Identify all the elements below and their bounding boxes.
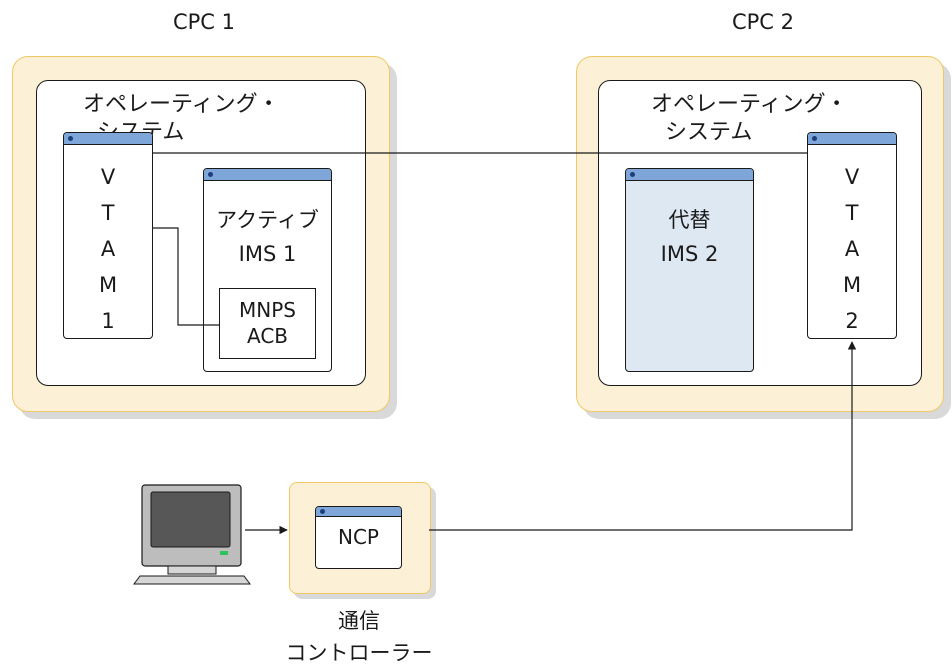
vtam1-char: 1	[101, 309, 115, 333]
vtam2-char: M	[842, 273, 862, 297]
vtam2-char: V	[844, 165, 860, 189]
mnps-label-line2: ACB	[246, 324, 288, 348]
window-dot-icon	[208, 172, 213, 177]
controller-caption-line1: 通信	[338, 609, 380, 633]
vtam1-window: V T A M 1	[63, 132, 153, 339]
vtam2-window: V T A M 2	[807, 132, 897, 339]
window-dot-icon	[68, 136, 73, 141]
ncp-title-bar	[316, 507, 401, 517]
ims1-title-bar	[204, 169, 331, 181]
window-dot-icon	[320, 509, 325, 514]
vtam2-title-bar	[808, 133, 896, 145]
vtam2-char: T	[845, 201, 859, 225]
cpc1-os-label-line1: オペレーティング・	[83, 92, 280, 117]
vtam1-char: V	[100, 165, 116, 189]
ims1-label-line2: IMS 1	[238, 242, 297, 266]
cpc2-os-label-line2: システム	[665, 120, 753, 145]
vtam2-char: 2	[845, 309, 859, 333]
ncp-window: NCP	[315, 506, 402, 569]
terminal-icon	[133, 484, 251, 585]
ims2-title-bar	[626, 169, 753, 181]
ims2-label-line2: IMS 2	[660, 242, 719, 266]
window-dot-icon	[630, 172, 635, 177]
vtam1-char: A	[100, 237, 116, 261]
vtam1-title-bar	[64, 133, 152, 145]
vtam1-char: T	[101, 201, 115, 225]
window-dot-icon	[812, 136, 817, 141]
mnps-label-line1: MNPS	[239, 298, 296, 322]
vtam1-char: M	[98, 273, 118, 297]
cpc1-label: CPC 1	[172, 10, 236, 34]
ims2-window: 代替 IMS 2	[625, 168, 754, 372]
vtam2-char: A	[844, 237, 860, 261]
ims1-label-line1: アクティブ	[216, 208, 319, 232]
controller-caption-line2: コントローラー	[285, 641, 433, 665]
cpc2-label: CPC 2	[731, 10, 795, 34]
ims2-label-line1: 代替	[668, 208, 711, 232]
cpc2-os-label-line1: オペレーティング・	[651, 92, 848, 117]
mnps-acb-box: MNPS ACB	[219, 288, 316, 359]
ncp-label: NCP	[338, 525, 379, 549]
